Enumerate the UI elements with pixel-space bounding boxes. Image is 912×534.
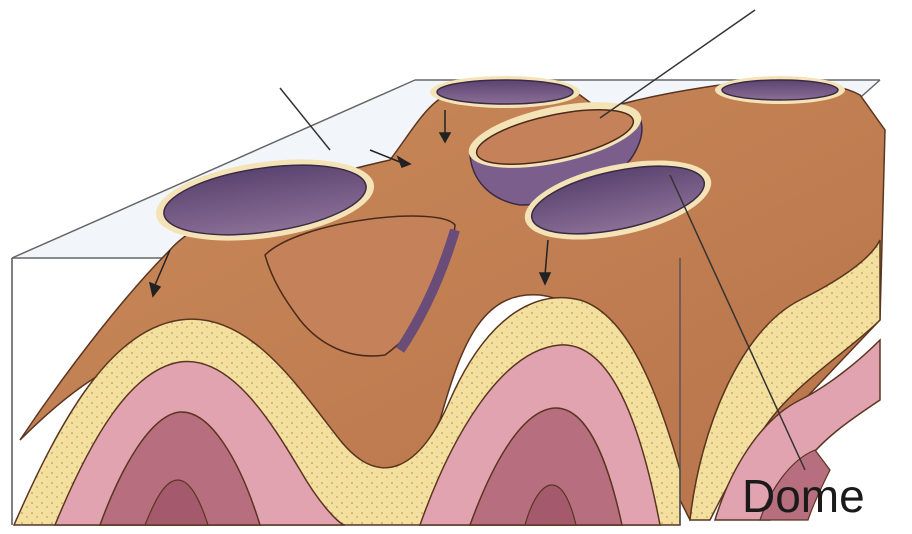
hollow-top-right <box>715 76 845 104</box>
dome-label: Dome <box>742 470 865 522</box>
hollow-top-center <box>430 76 580 108</box>
